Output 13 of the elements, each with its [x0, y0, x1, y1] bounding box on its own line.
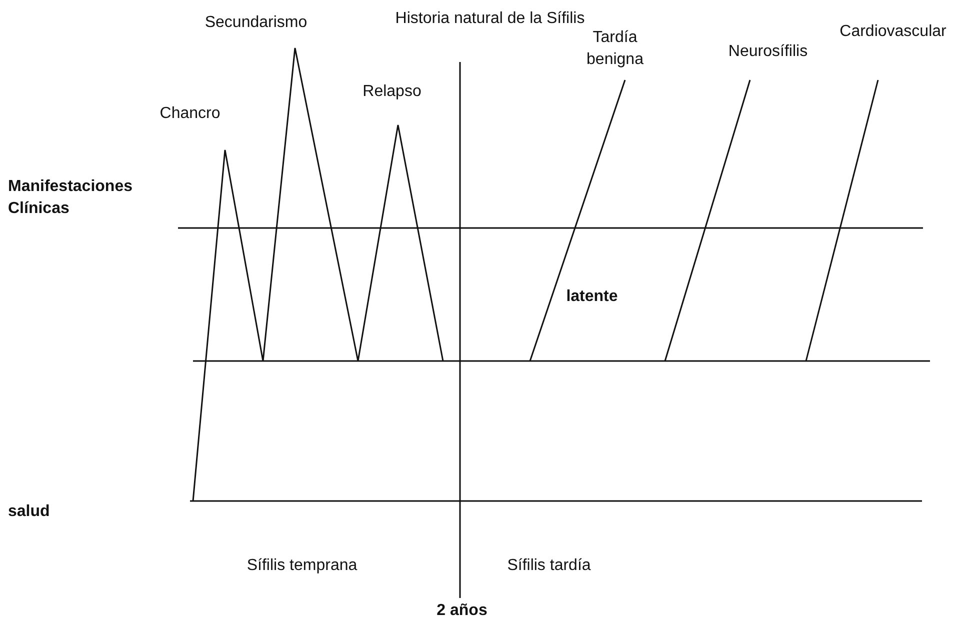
stage-label: Tardía benigna: [586, 28, 644, 70]
stage-label: Secundarismo: [204, 13, 308, 33]
title: Historia natural de la Sífilis: [395, 9, 585, 29]
stage-label: Cardiovascular: [840, 22, 946, 42]
axis-label: Manifestaciones Clínicas: [8, 177, 134, 219]
period-label: Sífilis tardía: [507, 556, 591, 576]
axis-label: 2 años: [436, 601, 488, 621]
period-label: Sífilis temprana: [246, 556, 358, 576]
phase-label: latente: [566, 287, 618, 307]
stage-label: Neurosífilis: [728, 42, 808, 62]
axis-label: salud: [8, 502, 50, 522]
stage-label: Chancro: [160, 104, 220, 124]
stage-label: Relapso: [362, 82, 422, 102]
